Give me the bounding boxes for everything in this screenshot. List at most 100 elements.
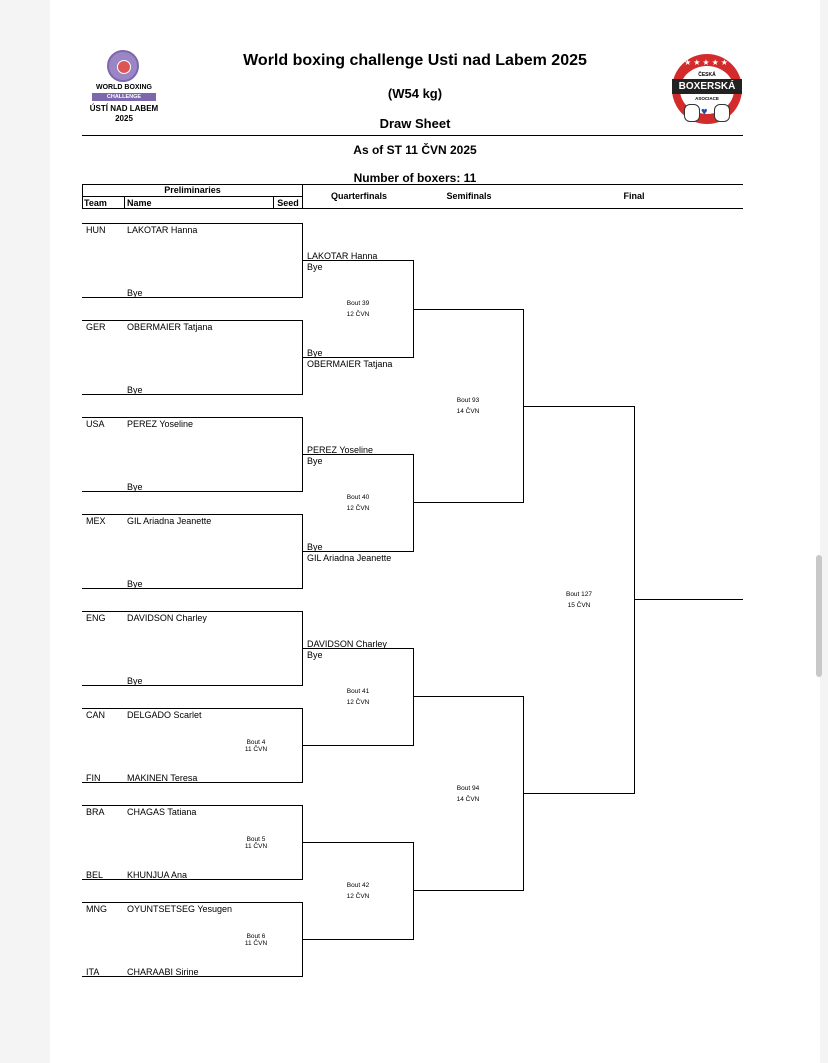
bracket-line (634, 406, 635, 794)
bout-date: 12 ČVN (346, 893, 370, 900)
prelim-boxer: DAVIDSON Charley (127, 613, 207, 623)
prelim-team: BEL (86, 870, 104, 880)
prelim-team: MEX (86, 516, 106, 526)
qf-boxer: DAVIDSON Charley (307, 639, 387, 649)
bracket-line (523, 793, 635, 794)
logo-right-line1: ČESKÁ (698, 72, 716, 78)
prelim-team: ITA (86, 967, 100, 977)
bout-date: 11 ČVN (244, 746, 268, 753)
world-boxing-challenge-logo: WORLD BOXING CHALLENGE ÚSTÍ NAD LABEM 20… (82, 48, 166, 128)
team-header: Team (84, 198, 107, 208)
bout-number: Bout 94 (456, 785, 480, 792)
prelim-team: CAN (86, 710, 106, 720)
name-header: Name (127, 198, 152, 208)
qf-note: Bye (307, 542, 323, 552)
bracket-line (82, 782, 303, 783)
col-divider-team (124, 196, 125, 209)
prelim-boxer: PEREZ Yoseline (127, 419, 194, 429)
qf-boxer: GIL Ariadna Jeanette (307, 553, 392, 563)
logo-text-line4: 2025 (115, 114, 133, 123)
bracket-line (413, 648, 414, 746)
ceska-boxerska-asociace-logo: ★★★★★ ČESKÁ BOXERSKÁ ASOCIACE ♥ (670, 52, 744, 126)
table-top-border (82, 184, 743, 185)
bout-date: 15 ČVN (567, 602, 591, 609)
col-divider-seed (302, 184, 303, 209)
qf-boxer: OBERMAIER Tatjana (307, 359, 393, 369)
bracket-line (82, 514, 303, 515)
prelim-boxer: GIL Ariadna Jeanette (127, 516, 212, 526)
draw-sheet-page (50, 0, 820, 1063)
bout-date: 12 ČVN (346, 311, 370, 318)
prelim-team: HUN (86, 225, 106, 235)
bracket-line (82, 223, 303, 224)
bracket-line (302, 454, 414, 455)
final-header: Final (623, 191, 645, 201)
bracket-line (413, 502, 524, 503)
prelim-boxer: CHARAABI Sirine (127, 967, 199, 977)
bracket-line (413, 696, 524, 697)
preliminaries-header: Preliminaries (164, 185, 221, 195)
bracket-line (82, 611, 303, 612)
prelim-bye: Bye (127, 579, 143, 589)
qf-boxer: PEREZ Yoseline (307, 445, 374, 455)
semifinals-header: Semifinals (446, 191, 492, 201)
bracket-line (82, 297, 303, 298)
seed-header: Seed (277, 198, 299, 208)
prelim-sub-divider (82, 196, 303, 197)
sheet-title: Draw Sheet (379, 116, 451, 131)
bout-number: Bout 42 (346, 882, 370, 889)
bracket-line (523, 406, 635, 407)
qf-boxer: LAKOTAR Hanna (307, 251, 378, 261)
prelim-boxer: LAKOTAR Hanna (127, 225, 198, 235)
bracket-line (82, 805, 303, 806)
bout-date: 12 ČVN (346, 699, 370, 706)
prelim-bye: Bye (127, 482, 143, 492)
bracket-line (302, 939, 414, 940)
col-divider-name (273, 196, 274, 209)
bracket-line (413, 309, 524, 310)
table-left-border (82, 184, 83, 209)
bout-date: 11 ČVN (244, 940, 268, 947)
bracket-line (302, 745, 414, 746)
bracket-line (82, 879, 303, 880)
number-of-boxers: Number of boxers: 11 (353, 171, 477, 185)
qf-note: Bye (307, 348, 323, 358)
prelim-team: ENG (86, 613, 106, 623)
weight-category: (W54 kg) (387, 86, 443, 101)
header-divider (82, 135, 743, 136)
glove-left-icon (684, 104, 700, 122)
bout-date: 12 ČVN (346, 505, 370, 512)
vertical-scrollbar[interactable] (816, 555, 822, 677)
bout-number: Bout 39 (346, 300, 370, 307)
table-header-bottom-border (82, 208, 743, 209)
bracket-line (82, 902, 303, 903)
bracket-line (82, 976, 303, 977)
prelim-team: BRA (86, 807, 105, 817)
bracket-line (302, 357, 414, 358)
bracket-line (302, 260, 414, 261)
logo-right-line2: ASOCIACE (695, 96, 719, 101)
prelim-boxer: DELGADO Scarlet (127, 710, 202, 720)
bout-number: Bout 4 (246, 739, 266, 746)
page-title: World boxing challenge Usti nad Labem 20… (243, 52, 587, 69)
bracket-line (82, 685, 303, 686)
prelim-boxer: OYUNTSETSEG Yesugen (127, 904, 233, 914)
logo-right-banner: BOXERSKÁ (672, 79, 742, 94)
prelim-boxer: MAKINEN Teresa (127, 773, 198, 783)
bout-number: Bout 93 (456, 397, 480, 404)
logo-emblem-icon (107, 50, 139, 82)
logo-text-line2: CHALLENGE (92, 93, 156, 101)
prelim-boxer: KHUNJUA Ana (127, 870, 188, 880)
qf-note: Bye (307, 456, 323, 466)
logo-text-line1: WORLD BOXING (96, 84, 152, 91)
prelim-boxer: CHAGAS Tatiana (127, 807, 197, 817)
bracket-line (413, 842, 414, 940)
bout-number: Bout 5 (246, 836, 266, 843)
logo-stars-icon: ★★★★★ (684, 58, 730, 67)
prelim-team: USA (86, 419, 105, 429)
prelim-bye: Bye (127, 385, 143, 395)
bracket-line (302, 551, 414, 552)
prelim-bye: Bye (127, 676, 143, 686)
quarterfinals-header: Quarterfinals (330, 191, 388, 201)
prelim-team: FIN (86, 773, 101, 783)
